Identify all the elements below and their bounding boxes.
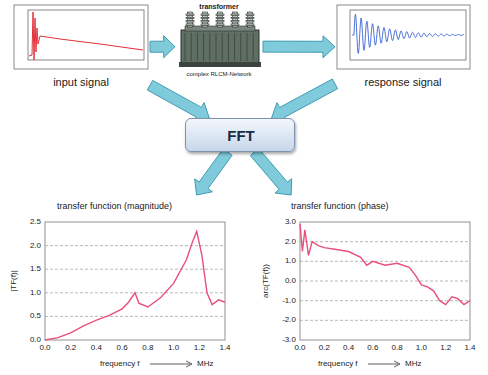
tick-label: 1.0	[168, 344, 179, 353]
axis-unit: frequency f	[318, 360, 358, 369]
tick-label: 1.4	[464, 344, 475, 353]
tick-label: 0.4	[91, 344, 102, 353]
plot-frame	[14, 5, 148, 69]
block-arrow	[263, 36, 335, 58]
magnitude-chart	[45, 222, 225, 367]
tick-label: 1.4	[219, 344, 230, 353]
tick-label: 0.0	[285, 277, 296, 286]
tick-label: 0.2	[65, 344, 76, 353]
tick-label: 0.4	[343, 344, 354, 353]
node-title: transfer function (phase)	[291, 201, 389, 211]
tick-label: -3.0	[282, 336, 296, 345]
tick-label: 1.0	[30, 288, 41, 297]
magnitude-curve	[45, 231, 225, 340]
phase-curve	[300, 224, 470, 305]
transformer-picture	[179, 12, 261, 67]
node-title: FFT	[227, 127, 255, 144]
tick-label: 0.0	[30, 336, 41, 345]
tick-label: 0.0	[294, 344, 305, 353]
tick-label: 0.6	[367, 344, 378, 353]
tick-label: 3.0	[285, 218, 296, 227]
response-plot: response signal	[335, 3, 472, 91]
fft-box: FFT	[185, 118, 295, 152]
tick-label: 2.0	[285, 237, 296, 246]
block-arrow	[147, 80, 209, 121]
axis-title: arc(TF(f))	[262, 264, 271, 298]
tick-label: -2.0	[282, 316, 296, 325]
block-arrow	[150, 36, 175, 58]
magnitude-plot: transfer function (magnitude)	[25, 195, 240, 372]
tick-label: 0.8	[142, 344, 153, 353]
axis-unit: MHz	[405, 360, 421, 369]
node-subtitle: complex RLCM-Network	[186, 71, 251, 78]
input-plot: input signal	[12, 3, 150, 91]
axis-unit: frequency f	[100, 360, 140, 369]
tick-label: 1.2	[440, 344, 451, 353]
axis-title: |TF(f)|	[10, 270, 19, 291]
block-arrow	[272, 79, 338, 122]
tick-label: 1.5	[30, 265, 41, 274]
block-arrow	[195, 149, 232, 195]
plot-frame	[337, 5, 470, 69]
tick-label: 0.8	[392, 344, 403, 353]
tick-label: 0.5	[30, 312, 41, 321]
node-title: transformer	[199, 3, 238, 11]
plot-axes	[28, 10, 144, 60]
response-curve	[352, 14, 464, 53]
input-curve	[29, 12, 143, 60]
tick-label: 0.2	[319, 344, 330, 353]
tick-label: 1.0	[285, 257, 296, 266]
block-arrow	[250, 148, 291, 195]
tick-label: 0.6	[117, 344, 128, 353]
phase-chart	[300, 222, 470, 367]
node-title: response signal	[364, 76, 441, 89]
tick-label: 1.0	[416, 344, 427, 353]
tick-label: 1.2	[194, 344, 205, 353]
tick-label: 2.5	[30, 218, 41, 227]
tick-label: 0.0	[39, 344, 50, 353]
tick-label: -1.0	[282, 296, 296, 305]
node-title: input signal	[53, 76, 109, 89]
axis-unit: MHz	[197, 360, 213, 369]
node-title: transfer function (magnitude)	[57, 201, 172, 211]
transformer-box: transformer complex RLCM-Network	[175, 3, 263, 90]
tick-label: 2.0	[30, 241, 41, 250]
plot-axes	[350, 10, 466, 60]
